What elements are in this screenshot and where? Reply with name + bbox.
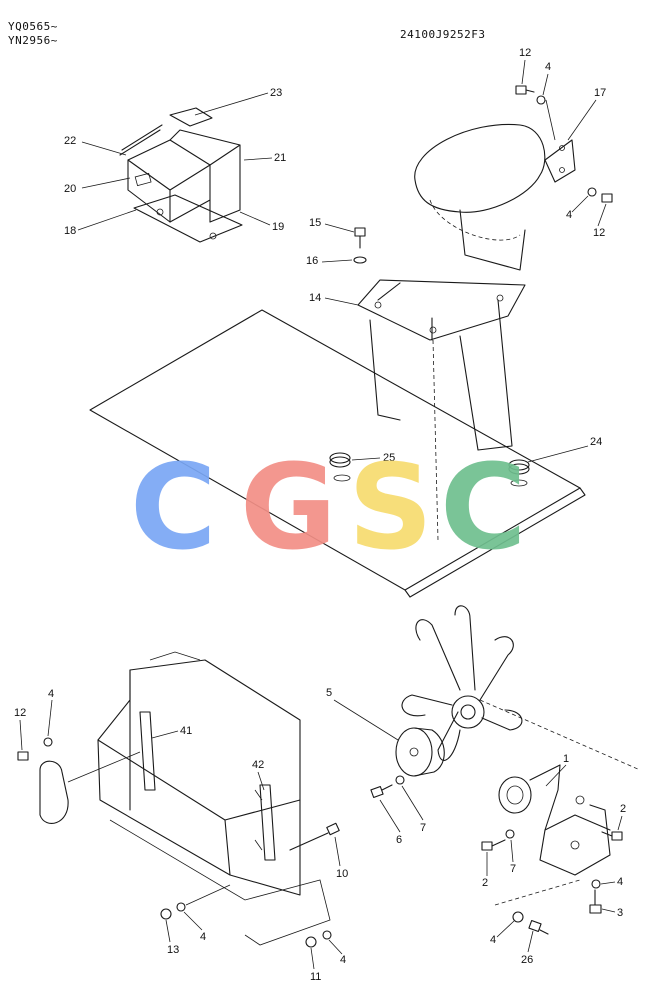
callout-6: 6 (396, 834, 402, 846)
floor-plate (89, 309, 586, 598)
callout-11: 11 (310, 971, 321, 983)
watermark-letter-s: S (348, 438, 433, 576)
washer-7-upper (395, 775, 405, 785)
part-20-box-top (127, 139, 211, 191)
column-right (459, 299, 513, 451)
callout-21: 21 (274, 152, 286, 164)
callout-24: 24 (590, 436, 602, 448)
drawing-code: 24100J9252F3 (400, 28, 485, 41)
bolt-26 (512, 911, 549, 935)
part-17-bracket (544, 139, 576, 183)
fan-assembly (401, 605, 641, 771)
callout-1: 1 (563, 753, 569, 765)
watermark-letter-c2: C (440, 438, 527, 576)
bolt-12-upper (515, 85, 546, 105)
part-18-base-plate (133, 194, 243, 243)
callout-22: 22 (64, 135, 76, 147)
nut-11-and-washer-4 (305, 930, 332, 948)
cgsc-watermark: C G S C (130, 438, 527, 576)
callout-4-top: 4 (545, 61, 551, 73)
callout-19: 19 (272, 221, 284, 233)
battery-box-group (119, 107, 243, 243)
callout-4-low: 4 (490, 934, 496, 946)
callout-3: 3 (617, 907, 623, 919)
callout-26: 26 (521, 954, 533, 966)
part-14-plate (357, 279, 526, 341)
part-21-cover (169, 129, 241, 166)
callout-42: 42 (252, 759, 264, 771)
callout-18: 18 (64, 225, 76, 237)
reservoir-and-bolt-12 (17, 737, 69, 824)
bolt-10 (289, 822, 340, 851)
callout-16: 16 (306, 255, 318, 267)
bolt-2-left (481, 839, 506, 851)
callout-13: 13 (167, 944, 179, 956)
serial-range-b: YN2956~ (8, 34, 58, 47)
bolt-6 (370, 784, 393, 799)
callout-4-left: 4 (48, 688, 54, 700)
muffler-group (414, 99, 576, 271)
callout-4-mid: 4 (566, 209, 572, 221)
part-41-bracket (139, 711, 156, 791)
nut-4-and-bolt-3 (589, 879, 602, 914)
callout-15: 15 (309, 217, 321, 229)
part-25-grommet (329, 452, 351, 482)
part-23-plate (169, 107, 213, 127)
callout-25: 25 (383, 452, 395, 464)
radiator-assembly (97, 651, 331, 946)
callout-14: 14 (309, 292, 321, 304)
callout-4-bracket: 4 (617, 876, 623, 888)
callout-20: 20 (64, 183, 76, 195)
column-left (369, 319, 401, 421)
watermark-letter-g: G (240, 438, 337, 576)
bolt-2-right (601, 831, 623, 841)
part-1-alternator-bracket (498, 764, 611, 876)
callout-7-lower: 7 (510, 863, 516, 875)
part-5-spacer (395, 727, 445, 777)
callout-41: 41 (180, 725, 192, 737)
callout-2-left: 2 (482, 877, 488, 889)
callout-23: 23 (270, 87, 282, 99)
part-42-bracket (259, 784, 276, 861)
callout-12-top: 12 (519, 47, 531, 59)
washer-7-lower (505, 829, 515, 839)
callout-4-bottom: 4 (340, 954, 346, 966)
watermark-letter-c1: C (130, 438, 217, 576)
part-24-grommet (508, 459, 530, 487)
callout-12-mid: 12 (593, 227, 605, 239)
callout-5: 5 (326, 687, 332, 699)
callout-4-radiator: 4 (200, 931, 206, 943)
callout-12-left: 12 (14, 707, 26, 719)
callout-2-right: 2 (620, 803, 626, 815)
callout-7-upper: 7 (420, 822, 426, 834)
callout-10: 10 (336, 868, 348, 880)
nut-13-and-washer-4 (160, 884, 231, 920)
muffler-body (414, 123, 546, 213)
serial-range-a: YQ0565~ (8, 20, 58, 33)
bolt-12-lower (587, 187, 613, 203)
fan-blade (415, 619, 461, 691)
callout-17: 17 (594, 87, 606, 99)
bolt-15 (353, 227, 367, 264)
part-22-strip (119, 124, 163, 156)
